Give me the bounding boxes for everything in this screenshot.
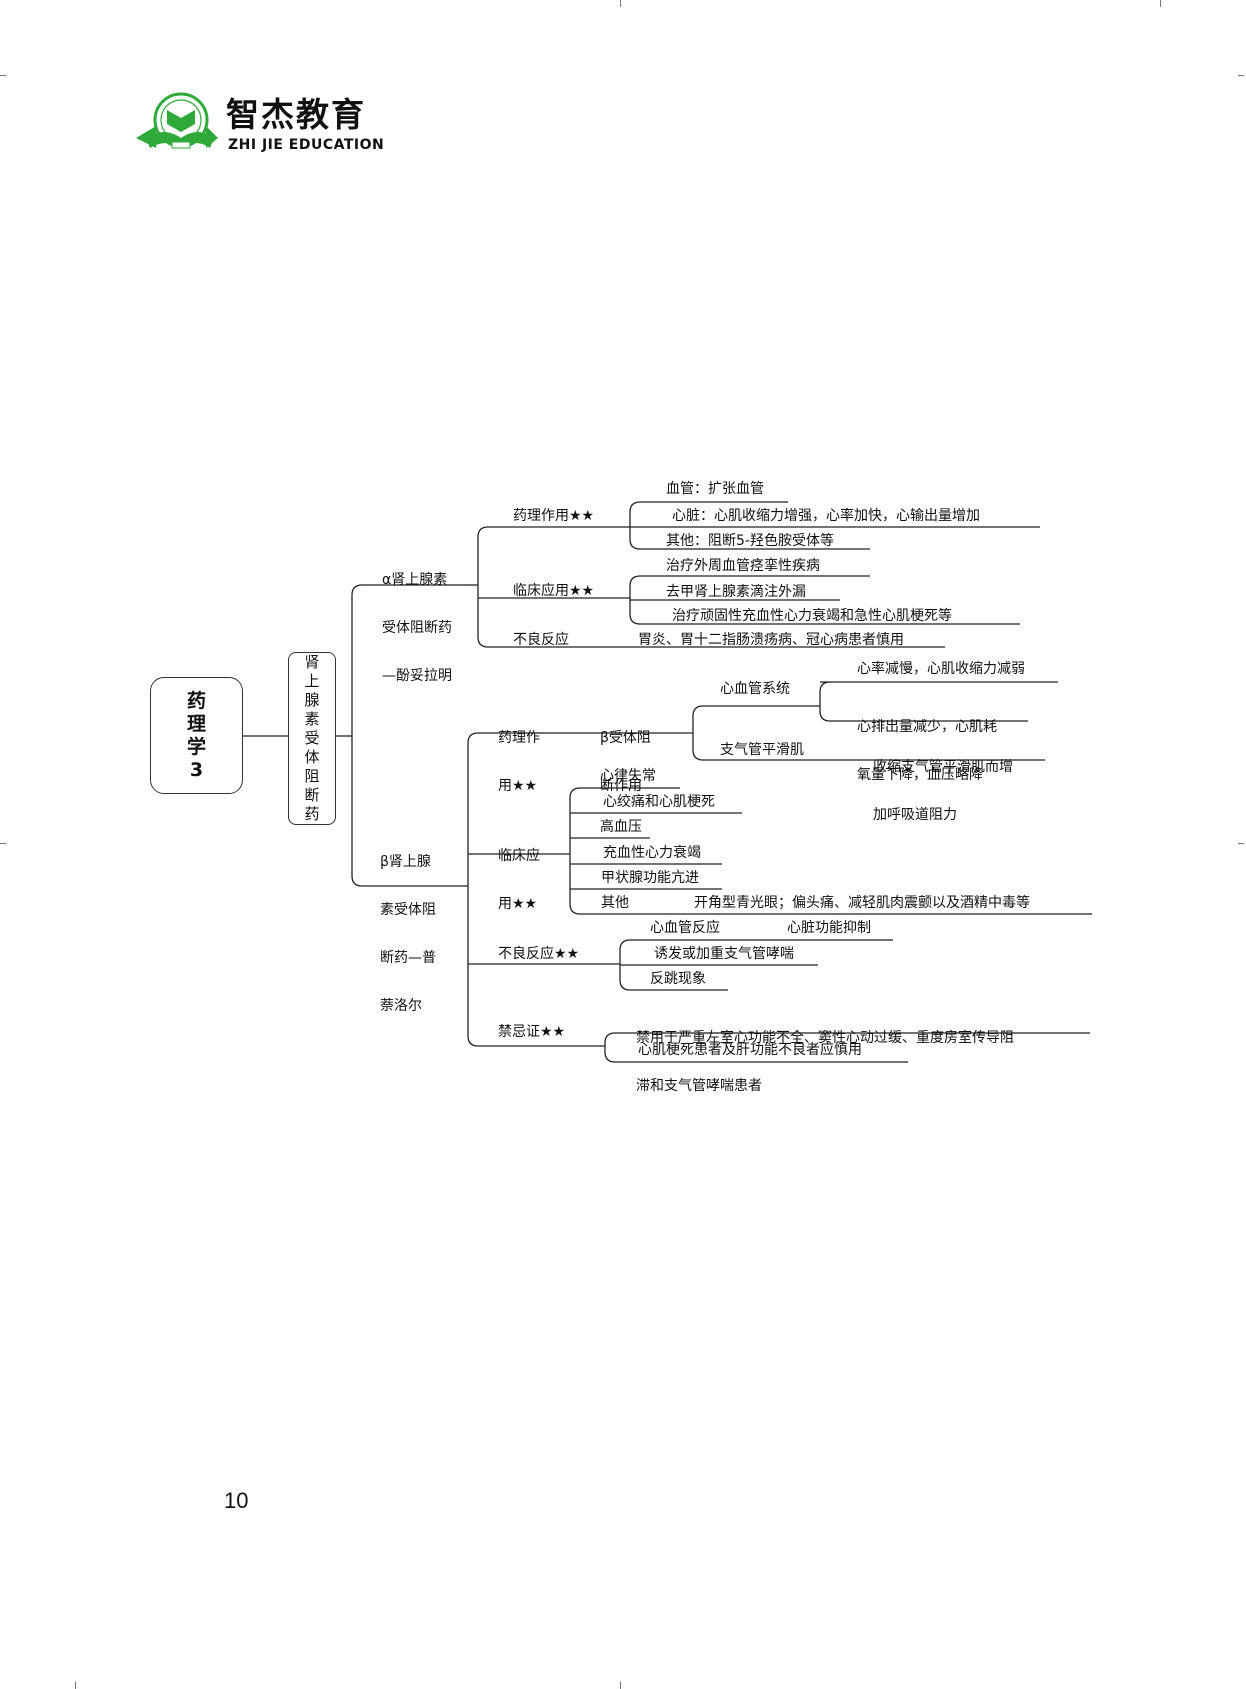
beta-clinical-label: 临床应 用★★ [498, 816, 540, 944]
beta-contra-item: 心肌梗死患者及肝功能不良者应慎用 [638, 1042, 862, 1058]
page-number: 10 [224, 1488, 249, 1513]
crop-mark [0, 843, 6, 844]
beta-contra-text-line: 禁用于严重左室心功能不全、窦性心动过缓、重度房室传导阻 [636, 1030, 1014, 1046]
beta-bronchial-text-line: 收缩支气管平滑肌而增 [873, 759, 1013, 775]
beta-clinical-label-line: 临床应 [498, 848, 540, 864]
alpha-pharm-item: 心脏：心肌收缩力增强，心率加快，心输出量增加 [672, 508, 980, 524]
beta-contra-text: 禁用于严重左室心功能不全、窦性心动过缓、重度房室传导阻 滞和支气管哮喘患者 [636, 998, 1014, 1126]
crop-mark [1238, 843, 1244, 844]
alpha-pharm-item: 血管：扩张血管 [666, 481, 764, 497]
beta-pharm-label-line: 药理作 [498, 730, 540, 746]
alpha-clinical-label: 临床应用★★ [513, 583, 595, 599]
crop-mark [0, 75, 6, 76]
crop-mark [1160, 0, 1161, 7]
alpha-title-line: α肾上腺素 [382, 572, 448, 588]
beta-receptor-label-line: β受体阻 [600, 730, 651, 746]
beta-clinical-item: 高血压 [600, 819, 642, 835]
beta-title-line: 萘洛尔 [380, 998, 422, 1014]
beta-receptor-label: β受体阻 断作用 [600, 698, 651, 826]
beta-adverse-cardio-label: 心血管反应 [650, 920, 720, 936]
alpha-title: α肾上腺素 受体阻断药 —酚妥拉明 [382, 540, 452, 716]
alpha-clinical-item: 治疗顽固性充血性心力衰竭和急性心肌梗死等 [672, 608, 952, 624]
beta-clinical-other-text: 开角型青光眼；偏头痛、减轻肌肉震颤以及酒精中毒等 [694, 895, 1030, 911]
alpha-adverse-label: 不良反应 [513, 632, 569, 648]
beta-cardio-item-line: 心排出量减少，心肌耗 [857, 719, 997, 735]
beta-adverse-label: 不良反应★★ [498, 946, 580, 962]
alpha-title-line: —酚妥拉明 [382, 668, 452, 684]
brand-name: 智杰教育 [226, 95, 366, 134]
crop-mark [620, 0, 621, 7]
alpha-title-line: 受体阻断药 [382, 620, 452, 636]
beta-pharm-label: 药理作 用★★ [498, 698, 540, 826]
beta-receptor-label-line: 断作用 [600, 778, 642, 794]
beta-adverse-item: 反跳现象 [650, 971, 706, 987]
crop-mark [1238, 75, 1244, 76]
beta-title: β肾上腺 素受体阻 断药—普 萘洛尔 [380, 822, 436, 1046]
beta-cardio-item-line: 氧量下降，血压略降 [857, 767, 983, 783]
alpha-clinical-item: 去甲肾上腺素滴注外漏 [666, 584, 806, 600]
crop-mark [75, 1682, 76, 1689]
beta-bronchial-label: 支气管平滑肌 [720, 742, 804, 758]
beta-cardio-item: 心排出量减少，心肌耗 氧量下降，血压略降 [857, 687, 997, 815]
beta-clinical-label-line: 用★★ [498, 896, 538, 912]
beta-bronchial-text-line: 加呼吸道阻力 [873, 807, 957, 823]
root-node: 药理学3 [150, 677, 243, 794]
crop-mark [620, 1682, 621, 1689]
beta-title-line: 素受体阻 [380, 902, 436, 918]
beta-cardio-label: 心血管系统 [720, 681, 790, 697]
alpha-adverse-text: 胃炎、胃十二指肠溃疡病、冠心病患者慎用 [638, 632, 904, 648]
beta-contra-label: 禁忌证★★ [498, 1024, 566, 1040]
beta-contra-text-line: 滞和支气管哮喘患者 [636, 1078, 762, 1094]
beta-clinical-item: 心律失常 [600, 768, 656, 784]
beta-clinical-item: 充血性心力衰竭 [603, 845, 701, 861]
alpha-clinical-item: 治疗外周血管痉挛性疾病 [666, 558, 820, 574]
alpha-pharm-label: 药理作用★★ [513, 508, 595, 524]
beta-clinical-item: 甲状腺功能亢进 [601, 870, 699, 886]
beta-adverse-item: 诱发或加重支气管哮喘 [654, 946, 794, 962]
brand-logo-icon [136, 92, 218, 149]
alpha-pharm-item: 其他：阻断5-羟色胺受体等 [666, 533, 834, 549]
brand-name-english: ZHI JIE EDUCATION [228, 137, 385, 153]
beta-title-line: β肾上腺 [380, 854, 431, 870]
beta-clinical-other-label: 其他 [601, 895, 629, 911]
beta-adverse-cardio-text: 心脏功能抑制 [787, 920, 871, 936]
category-node: 肾上腺素受体阻断药 [288, 652, 336, 825]
beta-bronchial-text: 收缩支气管平滑肌而增 加呼吸道阻力 [873, 727, 1013, 855]
beta-pharm-label-line: 用★★ [498, 778, 538, 794]
category-label: 肾上腺素受体阻断药 [304, 653, 320, 823]
beta-title-line: 断药—普 [380, 950, 436, 966]
root-label: 药理学3 [186, 689, 206, 781]
beta-clinical-item: 心绞痛和心肌梗死 [603, 794, 715, 810]
beta-cardio-item: 心率减慢，心肌收缩力减弱 [857, 661, 1025, 677]
